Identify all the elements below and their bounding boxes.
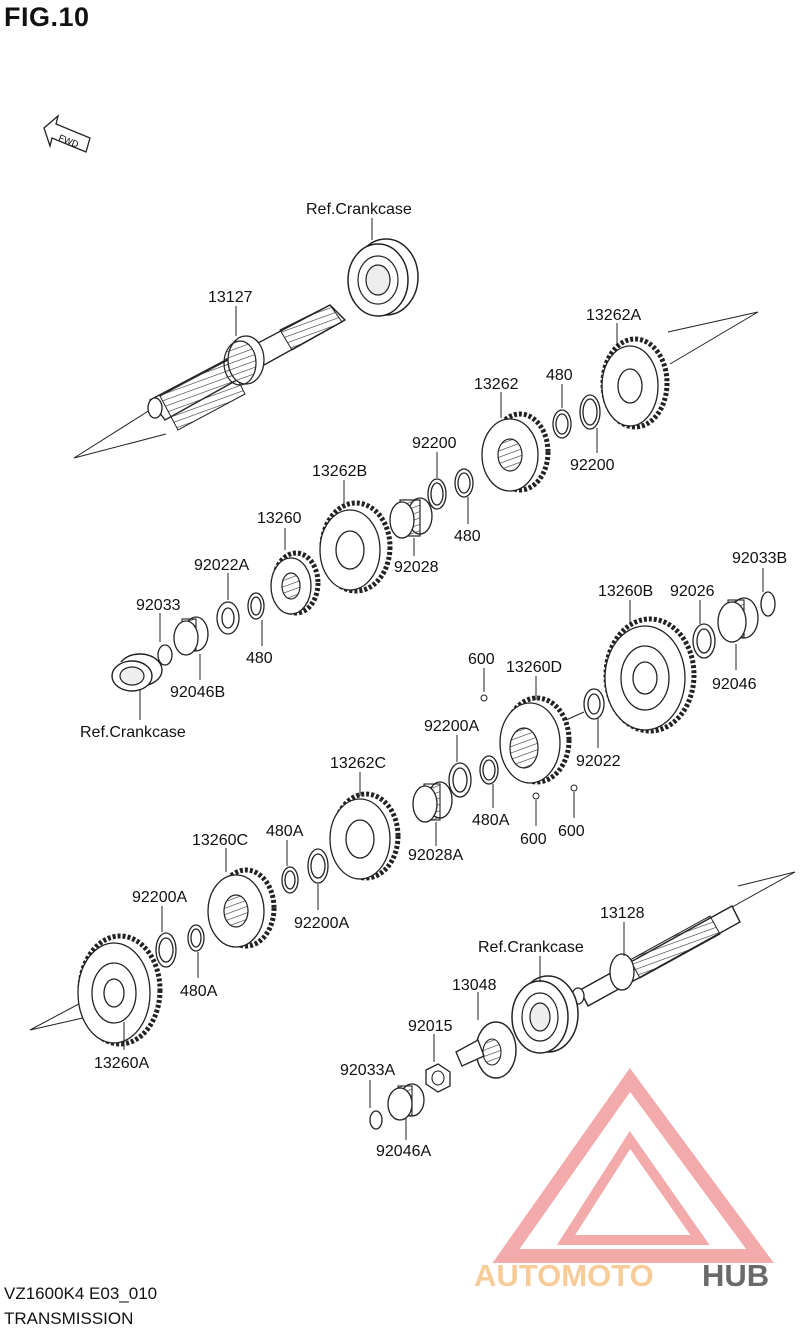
circlip-92033A bbox=[369, 1110, 383, 1130]
label-480A-b: 480A bbox=[266, 823, 304, 840]
label-480A-a: 480A bbox=[472, 812, 510, 829]
label-13127: 13127 bbox=[208, 289, 253, 306]
circlip-480-b bbox=[454, 468, 474, 498]
watermark-logo: AUTOMOTO HUB bbox=[474, 1068, 774, 1293]
figure-title: FIG.10 bbox=[4, 2, 90, 32]
label-13262A: 13262A bbox=[586, 307, 641, 324]
label-92046: 92046 bbox=[712, 676, 757, 693]
circlip-480A-c bbox=[187, 924, 205, 952]
needle-bearing-92046A bbox=[387, 1083, 425, 1121]
circlip-92033B bbox=[760, 591, 776, 617]
label-13262B: 13262B bbox=[312, 463, 367, 480]
label-92015: 92015 bbox=[408, 1018, 453, 1035]
label-13260A: 13260A bbox=[94, 1055, 149, 1072]
gear-13260B bbox=[603, 616, 697, 734]
needle-bearing-92028A bbox=[412, 781, 453, 823]
gear-13260A bbox=[77, 933, 163, 1047]
circlip-480-a bbox=[552, 409, 572, 439]
washer-92200A-c bbox=[307, 848, 329, 884]
label-13260: 13260 bbox=[257, 510, 302, 527]
label-13262C: 13262C bbox=[330, 755, 386, 772]
label-480-a: 480 bbox=[546, 367, 573, 384]
label-92028: 92028 bbox=[394, 559, 439, 576]
label-13048: 13048 bbox=[452, 977, 497, 994]
label-13260D: 13260D bbox=[506, 659, 562, 676]
washer-92026 bbox=[692, 623, 716, 659]
circlip-480A-b bbox=[281, 866, 299, 894]
washer-92200-b bbox=[579, 394, 601, 430]
label-13260B: 13260B bbox=[598, 583, 653, 600]
bearing-top bbox=[347, 238, 419, 317]
label-92200A-a: 92200A bbox=[424, 718, 479, 735]
label-600-a: 600 bbox=[468, 651, 495, 668]
label-92046B: 92046B bbox=[170, 684, 225, 701]
needle-bearing-92028 bbox=[389, 497, 433, 539]
label-92200-a: 92200 bbox=[412, 435, 457, 452]
washer-92200A-a bbox=[448, 762, 472, 798]
label-92200-b: 92200 bbox=[570, 457, 615, 474]
bearing-left bbox=[111, 653, 163, 692]
gear-13262A bbox=[600, 336, 670, 430]
label-13262: 13262 bbox=[474, 376, 519, 393]
label-92022A: 92022A bbox=[194, 557, 249, 574]
washer-92200A-b bbox=[155, 932, 177, 968]
cam-dog-13048 bbox=[455, 1021, 517, 1079]
label-480A-c: 480A bbox=[180, 983, 218, 1000]
watermark-text-left: AUTOMOTO bbox=[474, 1258, 654, 1293]
nut-92015 bbox=[425, 1063, 451, 1093]
label-480-b: 480 bbox=[454, 528, 481, 545]
label-92033B: 92033B bbox=[732, 550, 787, 567]
label-92026: 92026 bbox=[670, 583, 715, 600]
washer-92022 bbox=[583, 688, 605, 720]
label-480-c: 480 bbox=[246, 650, 273, 667]
callout-labels: Ref.Crankcase 13127 13262A 13262 480 922… bbox=[80, 201, 787, 1160]
washer-92022A bbox=[216, 601, 240, 635]
circlip-480-c bbox=[247, 592, 265, 620]
label-ref-crankcase-bottom: Ref.Crankcase bbox=[478, 939, 584, 956]
gear-13260D bbox=[499, 695, 572, 785]
bearing-bottom bbox=[511, 975, 579, 1054]
label-600-c: 600 bbox=[558, 823, 585, 840]
label-13128: 13128 bbox=[600, 905, 645, 922]
label-13260C: 13260C bbox=[192, 832, 248, 849]
steel-balls-600 bbox=[480, 694, 578, 800]
label-92200A-c: 92200A bbox=[294, 915, 349, 932]
label-92200A-b: 92200A bbox=[132, 889, 187, 906]
gear-13260C bbox=[207, 867, 277, 949]
circlip-92033 bbox=[157, 644, 173, 666]
section-name: TRANSMISSION bbox=[4, 1309, 134, 1328]
driveshaft-13128 bbox=[571, 905, 741, 1007]
label-92028A: 92028A bbox=[408, 847, 463, 864]
gear-13260 bbox=[270, 550, 321, 616]
needle-bearing-92046 bbox=[717, 597, 759, 643]
gear-13262B bbox=[319, 500, 393, 594]
needle-bearing-92046B bbox=[173, 616, 209, 656]
watermark-text-right: HUB bbox=[702, 1258, 769, 1293]
countershaft-13127 bbox=[147, 304, 347, 431]
gear-13262C bbox=[329, 791, 401, 881]
circlip-480A-a bbox=[479, 755, 499, 785]
label-92033A: 92033A bbox=[340, 1062, 395, 1079]
label-92033: 92033 bbox=[136, 597, 181, 614]
model-code: VZ1600K4 E03_010 bbox=[4, 1284, 158, 1303]
fwd-arrow-icon: FWD bbox=[43, 114, 91, 153]
gear-13262 bbox=[481, 411, 551, 493]
label-ref-crankcase-left: Ref.Crankcase bbox=[80, 724, 186, 741]
label-92022: 92022 bbox=[576, 753, 621, 770]
label-ref-crankcase-top: Ref.Crankcase bbox=[306, 201, 412, 218]
label-600-b: 600 bbox=[520, 831, 547, 848]
label-92046A: 92046A bbox=[376, 1143, 431, 1160]
washer-92200-a bbox=[427, 478, 447, 510]
